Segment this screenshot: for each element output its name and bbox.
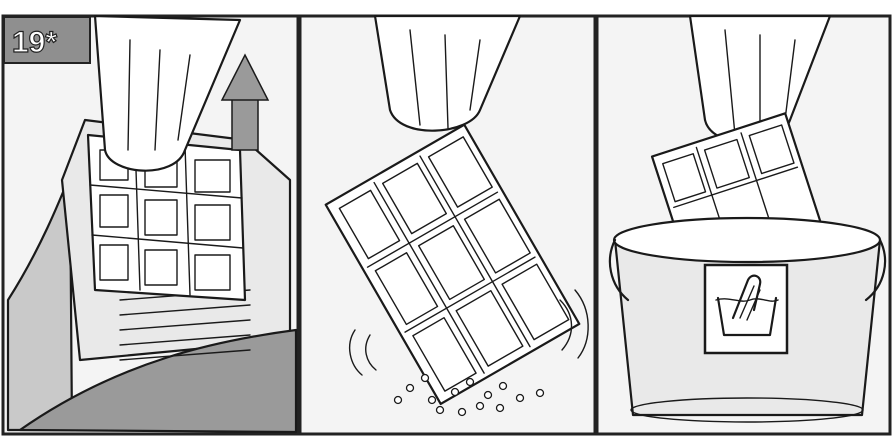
step-badge: 19* [4,17,90,63]
panel-wash-filter [597,16,890,434]
step-number: 19* [12,26,57,59]
panel-remove-filter: 19* [3,16,298,434]
panel-shake-filter [300,16,595,434]
hand-wash-icon [705,265,787,353]
